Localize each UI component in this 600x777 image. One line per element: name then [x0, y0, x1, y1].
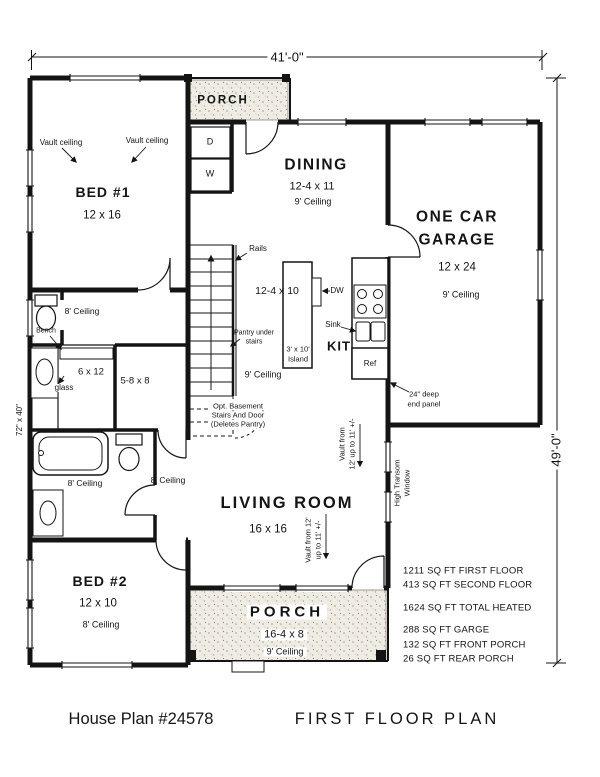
- room-label-living: LIVING ROOM: [220, 493, 354, 512]
- note-pantry-line2: stairs: [245, 338, 263, 346]
- room-ceiling-dining: 9' Ceiling: [294, 196, 332, 207]
- note-end-panel-line1: 24" deep: [409, 389, 439, 399]
- room-dims-bed1: 12 x 16: [83, 209, 121, 222]
- kitchen-sink-icon: [355, 321, 386, 342]
- dryer-box: [190, 126, 231, 159]
- room-ceiling-hall: 8' Ceiling: [150, 474, 186, 485]
- room-ceiling-bath2: 8' Ceiling: [67, 477, 103, 488]
- note-glass: glass: [51, 384, 77, 392]
- note-rails: Rails: [246, 245, 270, 253]
- washer-box: [190, 158, 231, 192]
- note-vault-bottom-line2: up to 11' +/-: [313, 520, 322, 560]
- area-total-heated: 1624 SQ FT TOTAL HEATED: [403, 602, 532, 614]
- room-label-dining: DINING: [284, 156, 348, 174]
- rear-porch-floor: [184, 74, 291, 121]
- note-vault-top-line2: 12' up to 11' +/-: [347, 418, 356, 470]
- range-icon: [353, 284, 387, 319]
- note-opt-basement-line2: Stairs And Door: [208, 411, 268, 419]
- room-ceiling-kitchen: 9' Ceiling: [244, 369, 282, 380]
- note-vault-ceiling-left: Vault ceiling: [39, 138, 83, 147]
- room-dims-living: 16 x 16: [249, 523, 287, 536]
- note-high-transom-line2: Window: [402, 469, 411, 497]
- room-ceiling-front-porch: 9' Ceiling: [263, 647, 307, 657]
- plan-number: House Plan #24578: [68, 709, 214, 728]
- washer-label: W: [205, 168, 215, 179]
- room-dims-kitchen: 12-4 x 10: [255, 284, 299, 297]
- shower-bench: [59, 347, 114, 360]
- room-label-garage-line1: ONE CAR: [416, 208, 498, 226]
- note-sink: Sink: [325, 320, 341, 329]
- windows: [26, 74, 544, 669]
- note-vault-top-line1: Vault from: [337, 427, 347, 461]
- dimension-depth-label: 49'-0": [549, 430, 564, 470]
- bath-fixtures: [30, 294, 143, 537]
- dimension-width-label: 41'-0": [267, 50, 307, 64]
- room-label-kitchen: KIT: [327, 338, 351, 354]
- area-rear-porch: 26 SQ FT REAR PORCH: [403, 653, 514, 665]
- toilet-icon-1: [34, 294, 58, 331]
- refrigerator-box: [351, 347, 389, 380]
- note-island-line1: 3' x 10': [286, 344, 310, 354]
- note-vault-top: Vault from 12' up to 11' +/-: [337, 419, 357, 470]
- room-dims-bath: 6 x 12: [78, 366, 104, 378]
- area-second-floor: 413 SQ FT SECOND FLOOR: [403, 579, 533, 591]
- leader-arrows: [49, 146, 410, 560]
- vanity-icon-1: [30, 347, 59, 399]
- room-dims-dining: 12-4 x 11: [289, 180, 335, 193]
- dryer-label: D: [206, 136, 214, 147]
- note-tub-dims: 72" x 40": [15, 404, 24, 436]
- area-garage: 288 SQ FT GARGE: [403, 624, 490, 636]
- note-end-panel-line2: end panel: [407, 399, 441, 409]
- sheet-title: FIRST FLOOR PLAN: [294, 709, 500, 728]
- room-ceiling-bed2: 8' Ceiling: [82, 619, 120, 630]
- area-front-porch: 132 SQ FT FRONT PORCH: [403, 639, 526, 651]
- area-first-floor: 1211 SQ FT FIRST FLOOR: [403, 565, 524, 577]
- room-label-bed1: BED #1: [75, 184, 131, 200]
- room-dims-closet: 5-8 x 8: [120, 375, 150, 387]
- note-vault-bottom-line1: Vault from 12': [303, 517, 313, 563]
- note-bench: Bench: [36, 327, 56, 335]
- note-opt-basement-line3: (Deletes Pantry): [207, 420, 269, 428]
- room-label-garage-line2: GARAGE: [418, 231, 496, 249]
- room-label-front-porch: PORCH: [246, 604, 328, 620]
- room-dims-bed2: 12 x 10: [79, 597, 117, 610]
- kitchen-island: [282, 261, 322, 369]
- washer-dryer: [190, 126, 231, 192]
- room-dims-garage: 12 x 24: [438, 261, 476, 274]
- note-dishwasher: DW: [330, 286, 344, 295]
- note-high-transom: High Transom Window: [392, 460, 412, 507]
- room-dims-front-porch: 16-4 x 8: [261, 629, 307, 641]
- room-ceiling-bath: 8' Ceiling: [64, 305, 100, 316]
- room-label-rear-porch: PORCH: [197, 94, 249, 107]
- note-high-transom-line1: High Transom: [392, 459, 402, 507]
- kitchen-counter: [351, 257, 389, 380]
- note-opt-basement-line1: Opt. Basement: [209, 402, 267, 410]
- vanity-icon-2: [32, 489, 64, 537]
- note-island-line2: Island: [287, 354, 309, 364]
- tub-icon: [32, 431, 109, 476]
- note-fridge: Ref: [363, 359, 377, 368]
- note-vault-ceiling-right: Vault ceiling: [125, 136, 169, 145]
- doors: [124, 121, 421, 589]
- note-vault-bottom: Vault from 12' up to 11' +/-: [303, 517, 323, 562]
- room-label-bed2: BED #2: [72, 573, 128, 589]
- dishwasher-box: [311, 277, 322, 307]
- note-pantry-line1: Pantry under: [233, 329, 275, 337]
- room-ceiling-garage: 9' Ceiling: [442, 289, 480, 300]
- toilet-icon-2: [115, 433, 143, 472]
